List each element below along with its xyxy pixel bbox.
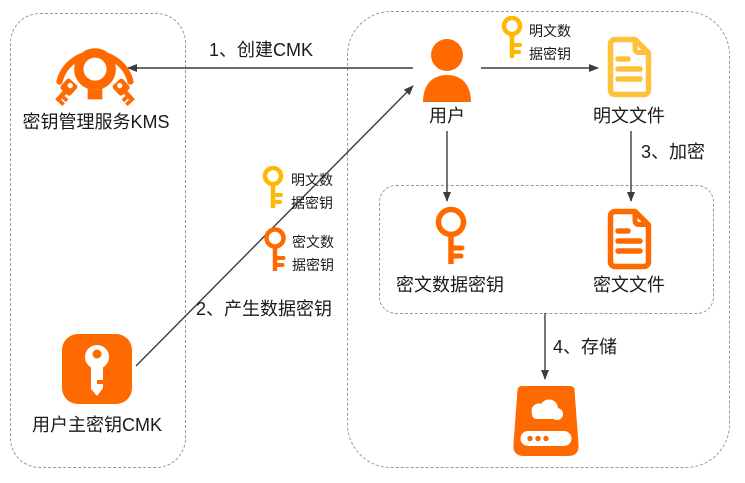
- ciphertext-data-key-icon-mid: [264, 227, 286, 271]
- cloud-glyph: [531, 399, 563, 420]
- user-label: 用户: [429, 106, 465, 126]
- plaintext-data-key-caption-mid: 明文数 据密钥: [291, 172, 333, 211]
- plaintext-file-label: 明文文件: [593, 106, 665, 126]
- ciphertext-file-icon: [607, 208, 652, 270]
- plaintext-data-key-icon-top: [501, 16, 523, 58]
- step-store-label: 4、存储: [553, 337, 618, 357]
- step-encrypt-label: 3、加密: [641, 142, 706, 162]
- plaintext-data-key-icon-mid: [262, 166, 284, 208]
- storage-icon: [513, 386, 579, 456]
- step-generate-data-key-label: 2、产生数据密钥: [196, 299, 333, 319]
- ciphertext-data-key-icon: [435, 206, 467, 264]
- kms-icon: [55, 48, 135, 106]
- kms-label: 密钥管理服务KMS: [22, 112, 170, 132]
- master-key-cmk-icon: [62, 334, 132, 404]
- ciphertext-file-label: 密文文件: [593, 275, 665, 295]
- plaintext-file-icon: [607, 36, 652, 98]
- plaintext-data-key-caption-top: 明文数 据密钥: [529, 23, 571, 62]
- step-create-cmk-label: 1、创建CMK: [208, 40, 314, 60]
- master-key-cmk-label: 用户主密钥CMK: [32, 415, 162, 435]
- ciphertext-data-key-label: 密文数据密钥: [396, 275, 504, 295]
- ciphertext-data-key-caption-mid: 密文数 据密钥: [292, 234, 334, 273]
- user-icon: [423, 39, 471, 102]
